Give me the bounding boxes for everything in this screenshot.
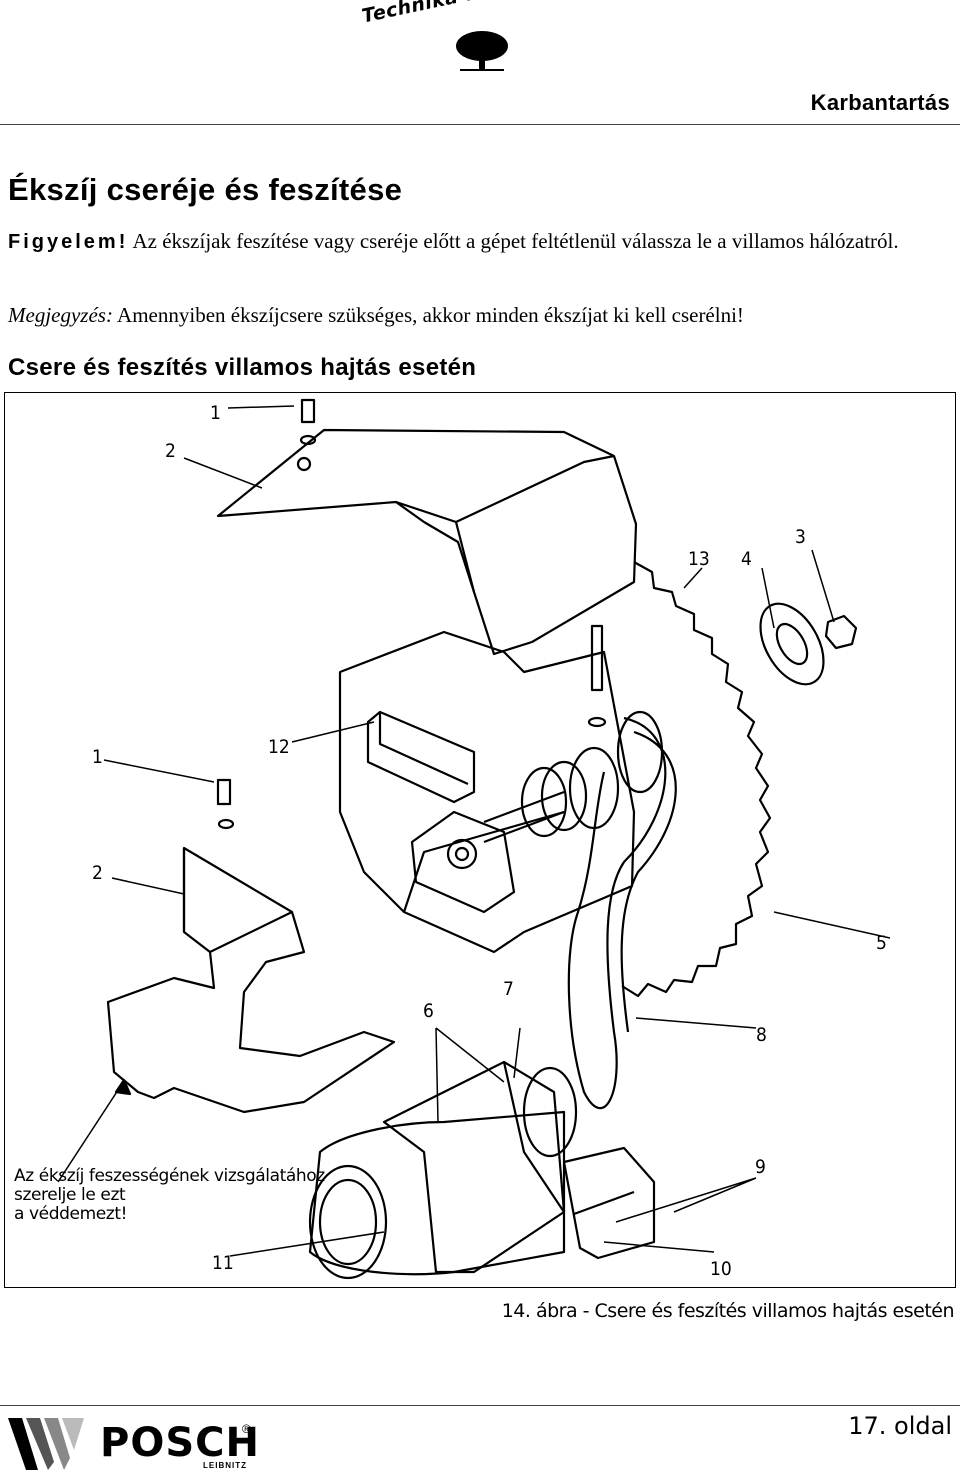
page-title: Ékszíj cseréje és feszítése [8, 172, 403, 207]
subsection-title: Csere és feszítés villamos hajtás esetén [8, 354, 477, 381]
screw-top [300, 398, 316, 424]
brand-tagline: Technika a környezetünkért [360, 0, 667, 28]
callout-3: 3 [795, 526, 806, 548]
remove-note-line-3: a véddemezt! [14, 1204, 128, 1224]
remove-note-line-2: szerelje le ezt [14, 1185, 126, 1205]
machine-frame [338, 630, 636, 954]
figure-frame [4, 392, 956, 1288]
posch-logo-sub: LEIBNITZ [203, 1461, 247, 1470]
callout-2-top: 2 [165, 440, 176, 462]
remove-guard-note: Az ékszíj feszességének vizsgálatához sz… [14, 1167, 325, 1224]
remove-note-line-1: Az ékszíj feszességének vizsgálatához [14, 1166, 325, 1186]
flange [759, 602, 825, 686]
motor-body [308, 1110, 566, 1276]
callout-5: 5 [876, 932, 887, 954]
tree-icon [456, 31, 508, 71]
warning-text: Az ékszíjak feszítése vagy cseréje előtt… [132, 229, 899, 253]
motor-fan-cover [308, 1164, 388, 1280]
callout-12: 12 [268, 736, 290, 758]
callout-1-top: 1 [210, 402, 221, 424]
bearing-housing [410, 810, 516, 914]
note-text: Amennyiben ékszíjcsere szükséges, akkor … [117, 303, 744, 327]
figure-caption: 14. ábra - Csere és feszítés villamos ha… [501, 1300, 955, 1322]
callout-6: 6 [423, 1000, 434, 1022]
exploded-diagram [57, 398, 891, 1280]
callout-11: 11 [212, 1252, 234, 1274]
callout-8: 8 [756, 1024, 767, 1046]
warning-paragraph: Figyelem! Az ékszíjak feszítése vagy cse… [8, 226, 958, 257]
section-title: Karbantartás [810, 90, 950, 115]
callout-2-left: 2 [92, 862, 103, 884]
footer-divider [0, 1405, 960, 1406]
callout-7: 7 [503, 978, 514, 1000]
warning-label: Figyelem! [8, 231, 129, 253]
callout-10: 10 [710, 1258, 732, 1280]
posch-logo: POSCH [100, 1420, 260, 1466]
callout-13: 13 [688, 548, 710, 570]
tension-bracket [562, 1146, 656, 1260]
callout-4: 4 [741, 548, 752, 570]
callout-9: 9 [755, 1156, 766, 1178]
registered-mark-icon: ® [242, 1422, 251, 1436]
blade-guard [216, 428, 638, 656]
saw-blade [621, 561, 772, 998]
callout-1-left: 1 [92, 746, 103, 768]
motor-mount [382, 1060, 566, 1274]
side-guard-plate [106, 846, 396, 1114]
bolt [590, 624, 604, 692]
note-paragraph: Megjegyzés: Amennyiben ékszíjcsere szüks… [8, 303, 744, 328]
posch-w-logo-icon [8, 1418, 84, 1470]
v-belt [567, 716, 667, 1110]
square-tube [366, 710, 476, 804]
nut [824, 614, 858, 650]
blade-shaft [483, 790, 565, 844]
screw-left [216, 778, 232, 806]
page-number: 17. oldal [848, 1412, 952, 1440]
note-label: Megjegyzés: [8, 303, 113, 327]
header-divider [0, 124, 960, 125]
